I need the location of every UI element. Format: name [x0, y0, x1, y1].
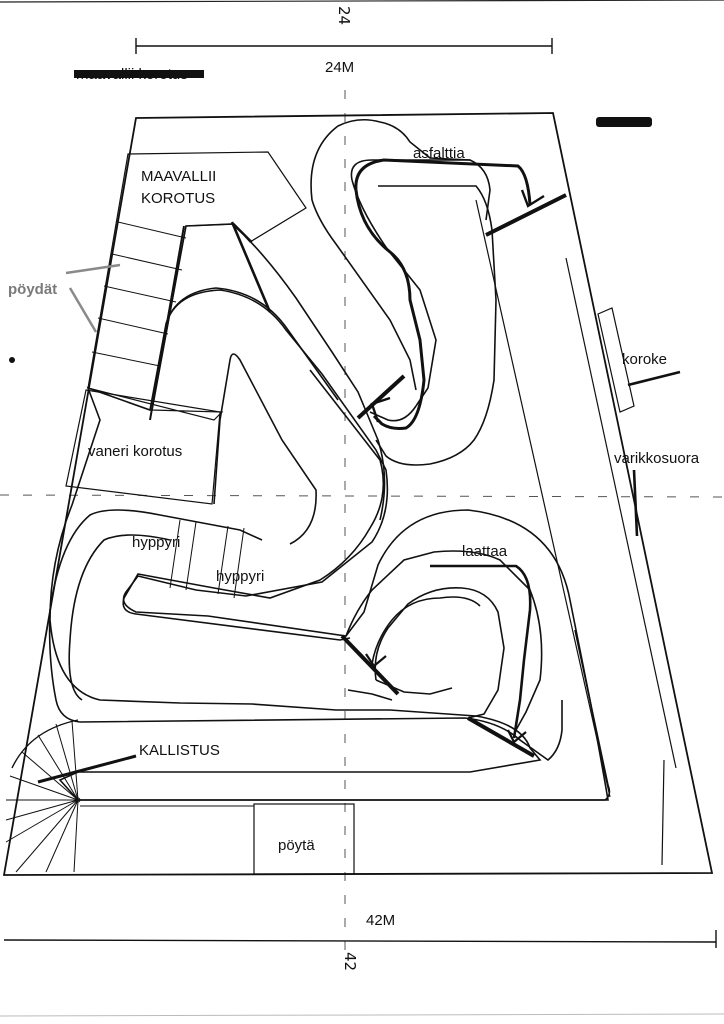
top-width-handwritten: 24 [335, 6, 353, 25]
hyppyri-label-2: hyppyri [216, 568, 264, 585]
pit-lane [475, 199, 677, 866]
asfalttia-racing-line [354, 158, 532, 430]
bottom-dimension: 42M 42 [3, 912, 717, 971]
poydat-label: pöydät [8, 281, 57, 298]
poydat-pointer [65, 263, 121, 333]
vaneri-korotus-area [65, 389, 221, 505]
maavallii-edge-line [230, 221, 272, 313]
track-lanes [48, 118, 611, 801]
koroke-platform [597, 307, 635, 413]
laattaa-arrow-2 [507, 729, 527, 744]
hyppyri-label-1: hyppyri [132, 534, 180, 551]
hyppyri-jumps [169, 519, 245, 599]
bottom-width-handwritten: 42 [341, 952, 359, 971]
asfalttia-gate-mid [356, 374, 406, 420]
asfalttia-arrow-top [520, 189, 545, 208]
scan-speck [9, 357, 15, 363]
scan-edge-bottom [0, 1013, 724, 1017]
bottom-width-label: 42M [366, 912, 395, 929]
laattaa-racing-line-inner [371, 596, 481, 665]
kallistus-banked-corner [5, 719, 81, 873]
top-width-label: 24M [325, 59, 354, 76]
vaneri-korotus-label: vaneri korotus [88, 443, 182, 460]
hall-outline [2, 112, 714, 876]
top-dimension: 24M 24 [135, 6, 553, 76]
laattaa-gate-2 [467, 716, 535, 758]
laattaa-arrow-1 [365, 653, 387, 668]
laattaa-label: laattaa [462, 543, 508, 560]
asfalttia-label: asfalttia [413, 145, 465, 162]
poyta-table [253, 803, 355, 875]
kallistus-pointer [37, 754, 137, 784]
track-outer-edge [49, 289, 609, 801]
poyta-label: pöytä [278, 837, 315, 854]
koroke-pointer [627, 370, 681, 387]
asfalttia-gate-top [485, 193, 567, 237]
laattaa-gate-1 [340, 634, 400, 696]
maavallii-label-line2: KOROTUS [141, 190, 215, 207]
redaction-mark [596, 117, 652, 127]
laattaa-racing-line [430, 564, 532, 739]
varikkosuora-label: varikkosuora [614, 450, 700, 467]
center-axis-horizontal [0, 494, 724, 498]
maavallii-label-line1: MAAVALLII [141, 168, 216, 185]
maavallii-edge-line-2 [149, 225, 185, 421]
scan-edge-top [0, 0, 724, 3]
varikkosuora-pointer [632, 469, 639, 537]
koroke-label: koroke [622, 351, 667, 368]
crossed-out-note: maavallii korotus [74, 66, 204, 83]
kallistus-label: KALLISTUS [139, 742, 220, 759]
